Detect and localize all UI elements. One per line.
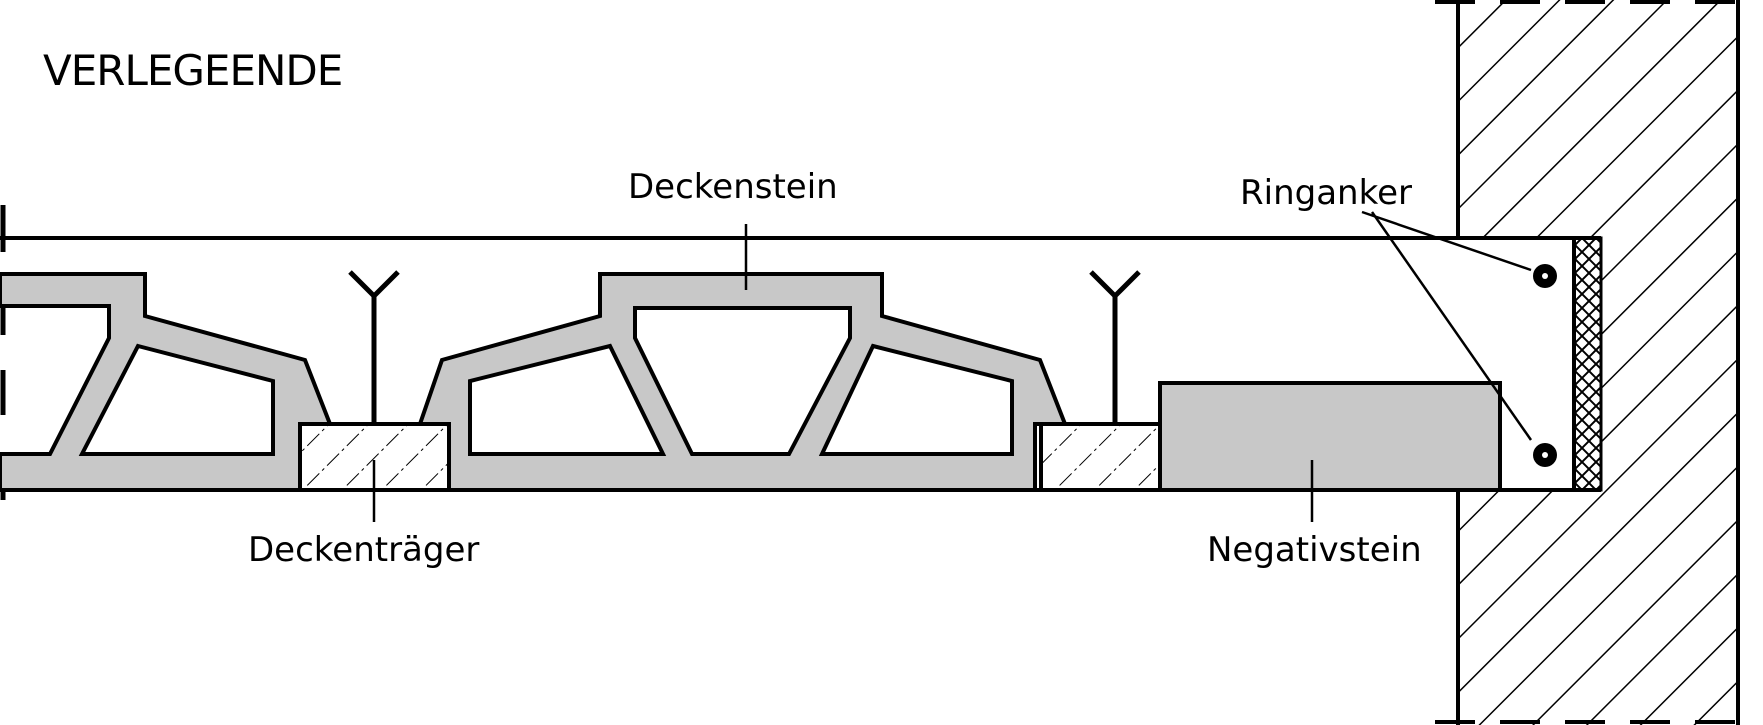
leader-lines <box>372 210 1533 522</box>
label-deckenstein: Deckenstein <box>628 167 838 207</box>
label-ringanker: Ringanker <box>1240 173 1412 213</box>
negativstein-block <box>1158 381 1502 492</box>
deckenstein-block-center <box>417 272 1068 492</box>
deckentraeger-beam-left <box>298 270 451 492</box>
wall <box>1435 0 1740 725</box>
ringanker-rebars <box>1533 264 1557 467</box>
label-negativstein: Negativstein <box>1207 530 1422 570</box>
label-deckentraeger: Deckenträger <box>248 530 480 570</box>
deckenstein-block-left <box>0 272 333 492</box>
insulation-strip <box>1572 236 1603 492</box>
diagram-title: VERLEGEENDE <box>43 46 343 95</box>
